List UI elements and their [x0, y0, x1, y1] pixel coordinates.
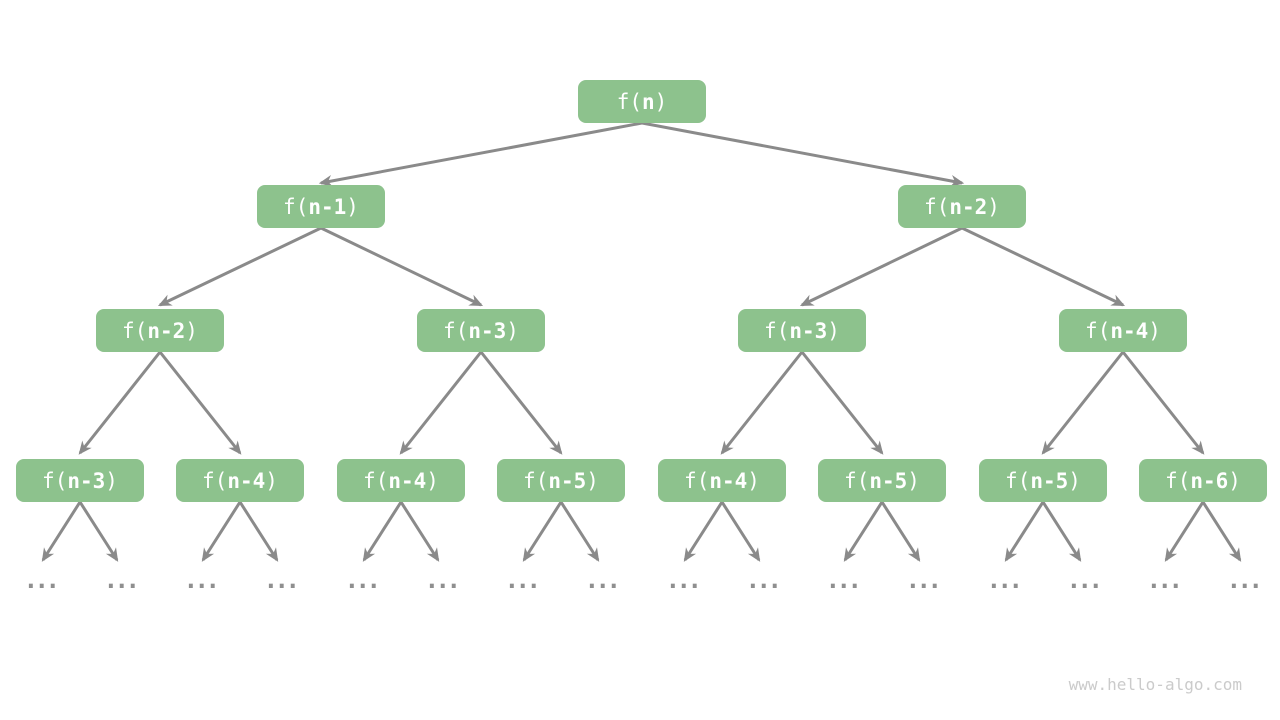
edge-arrow — [1004, 501, 1045, 562]
edge-arrow — [479, 351, 563, 455]
node-box — [898, 185, 1026, 228]
node-box — [1139, 459, 1267, 502]
leaf-ellipsis: ... — [987, 566, 1020, 594]
tree-node: f(n-4) — [176, 459, 304, 502]
leaf-ellipsis: ... — [585, 566, 618, 594]
edge-arrow — [158, 351, 242, 455]
edge-arrow — [41, 501, 82, 562]
leaf-ellipsis: ... — [24, 566, 57, 594]
node-box — [1059, 309, 1187, 352]
tree-node: f(n-3) — [738, 309, 866, 352]
edge-arrow — [1164, 501, 1205, 562]
node-label: f(n-3) — [764, 319, 840, 343]
edge-arrow — [800, 351, 884, 455]
edge-arrow — [720, 501, 761, 562]
leaf-ellipsis: ... — [1067, 566, 1100, 594]
leaf-ellipsis: ... — [1147, 566, 1180, 594]
node-label: f(n-5) — [1005, 469, 1081, 493]
node-label: f(n-3) — [42, 469, 118, 493]
edge-arrow — [1121, 351, 1205, 455]
leaf-ellipses: ... ... ... ... ... ... ... ... ... ... … — [24, 566, 1263, 594]
leaf-ellipsis: ... — [425, 566, 458, 594]
edge-arrow — [1041, 351, 1125, 455]
edge-arrow — [522, 501, 563, 562]
edge-arrow — [1201, 501, 1242, 562]
tree-edges — [41, 121, 1242, 562]
edge-arrow — [559, 501, 600, 562]
node-box — [96, 309, 224, 352]
node-box — [979, 459, 1107, 502]
tree-node: f(n-3) — [417, 309, 545, 352]
node-box — [818, 459, 946, 502]
tree-nodes: f(n) f(n-1) f(n-2) f(n-2) f(n-3) f(n-3) … — [16, 80, 1267, 502]
edge-arrow — [78, 351, 162, 455]
tree-node: f(n-4) — [658, 459, 786, 502]
node-label: f(n-3) — [443, 319, 519, 343]
node-label: f(n-6) — [1165, 469, 1241, 493]
tree-node: f(n-4) — [337, 459, 465, 502]
edge-arrow — [399, 501, 440, 562]
edge-arrow — [720, 351, 804, 455]
node-box — [738, 309, 866, 352]
edge-arrow — [201, 501, 242, 562]
node-box — [16, 459, 144, 502]
node-label: f(n-4) — [684, 469, 760, 493]
edge-arrow — [843, 501, 884, 562]
edge-arrow — [157, 226, 322, 307]
node-box — [417, 309, 545, 352]
leaf-ellipsis: ... — [505, 566, 538, 594]
leaf-ellipsis: ... — [826, 566, 859, 594]
node-box — [176, 459, 304, 502]
tree-node: f(n-3) — [16, 459, 144, 502]
leaf-ellipsis: ... — [345, 566, 378, 594]
edge-arrow — [78, 501, 119, 562]
edge-arrow — [641, 121, 965, 187]
edge-arrow — [1041, 501, 1082, 562]
node-label: f(n-4) — [1085, 319, 1161, 343]
leaf-ellipsis: ... — [746, 566, 779, 594]
node-label: f(n-2) — [122, 319, 198, 343]
node-label: f(n-4) — [363, 469, 439, 493]
edge-arrow — [318, 121, 643, 187]
edge-arrow — [362, 501, 403, 562]
node-box — [337, 459, 465, 502]
node-box — [578, 80, 706, 123]
tree-node: f(n-1) — [257, 185, 385, 228]
node-box — [497, 459, 625, 502]
edge-arrow — [238, 501, 279, 562]
node-label: f(n-2) — [924, 195, 1000, 219]
tree-node: f(n-2) — [96, 309, 224, 352]
node-box — [257, 185, 385, 228]
edge-arrow — [961, 226, 1126, 307]
leaf-ellipsis: ... — [264, 566, 297, 594]
leaf-ellipsis: ... — [666, 566, 699, 594]
tree-node: f(n-5) — [818, 459, 946, 502]
edge-arrow — [799, 226, 963, 307]
tree-node: f(n-5) — [979, 459, 1107, 502]
node-box — [658, 459, 786, 502]
node-label: f(n-1) — [283, 195, 359, 219]
node-label: f(n-5) — [523, 469, 599, 493]
tree-node: f(n-4) — [1059, 309, 1187, 352]
edge-arrow — [399, 351, 483, 455]
edge-arrow — [683, 501, 724, 562]
node-label: f(n-4) — [202, 469, 278, 493]
leaf-ellipsis: ... — [184, 566, 217, 594]
leaf-ellipsis: ... — [1227, 566, 1260, 594]
tree-node: f(n) — [578, 80, 706, 123]
node-label: f(n-5) — [844, 469, 920, 493]
tree-node: f(n-6) — [1139, 459, 1267, 502]
tree-node: f(n-2) — [898, 185, 1026, 228]
tree-node: f(n-5) — [497, 459, 625, 502]
edge-arrow — [880, 501, 921, 562]
edge-arrow — [320, 226, 484, 307]
leaf-ellipsis: ... — [906, 566, 939, 594]
leaf-ellipsis: ... — [104, 566, 137, 594]
node-label: f(n) — [617, 90, 668, 114]
watermark: www.hello-algo.com — [1069, 675, 1242, 694]
